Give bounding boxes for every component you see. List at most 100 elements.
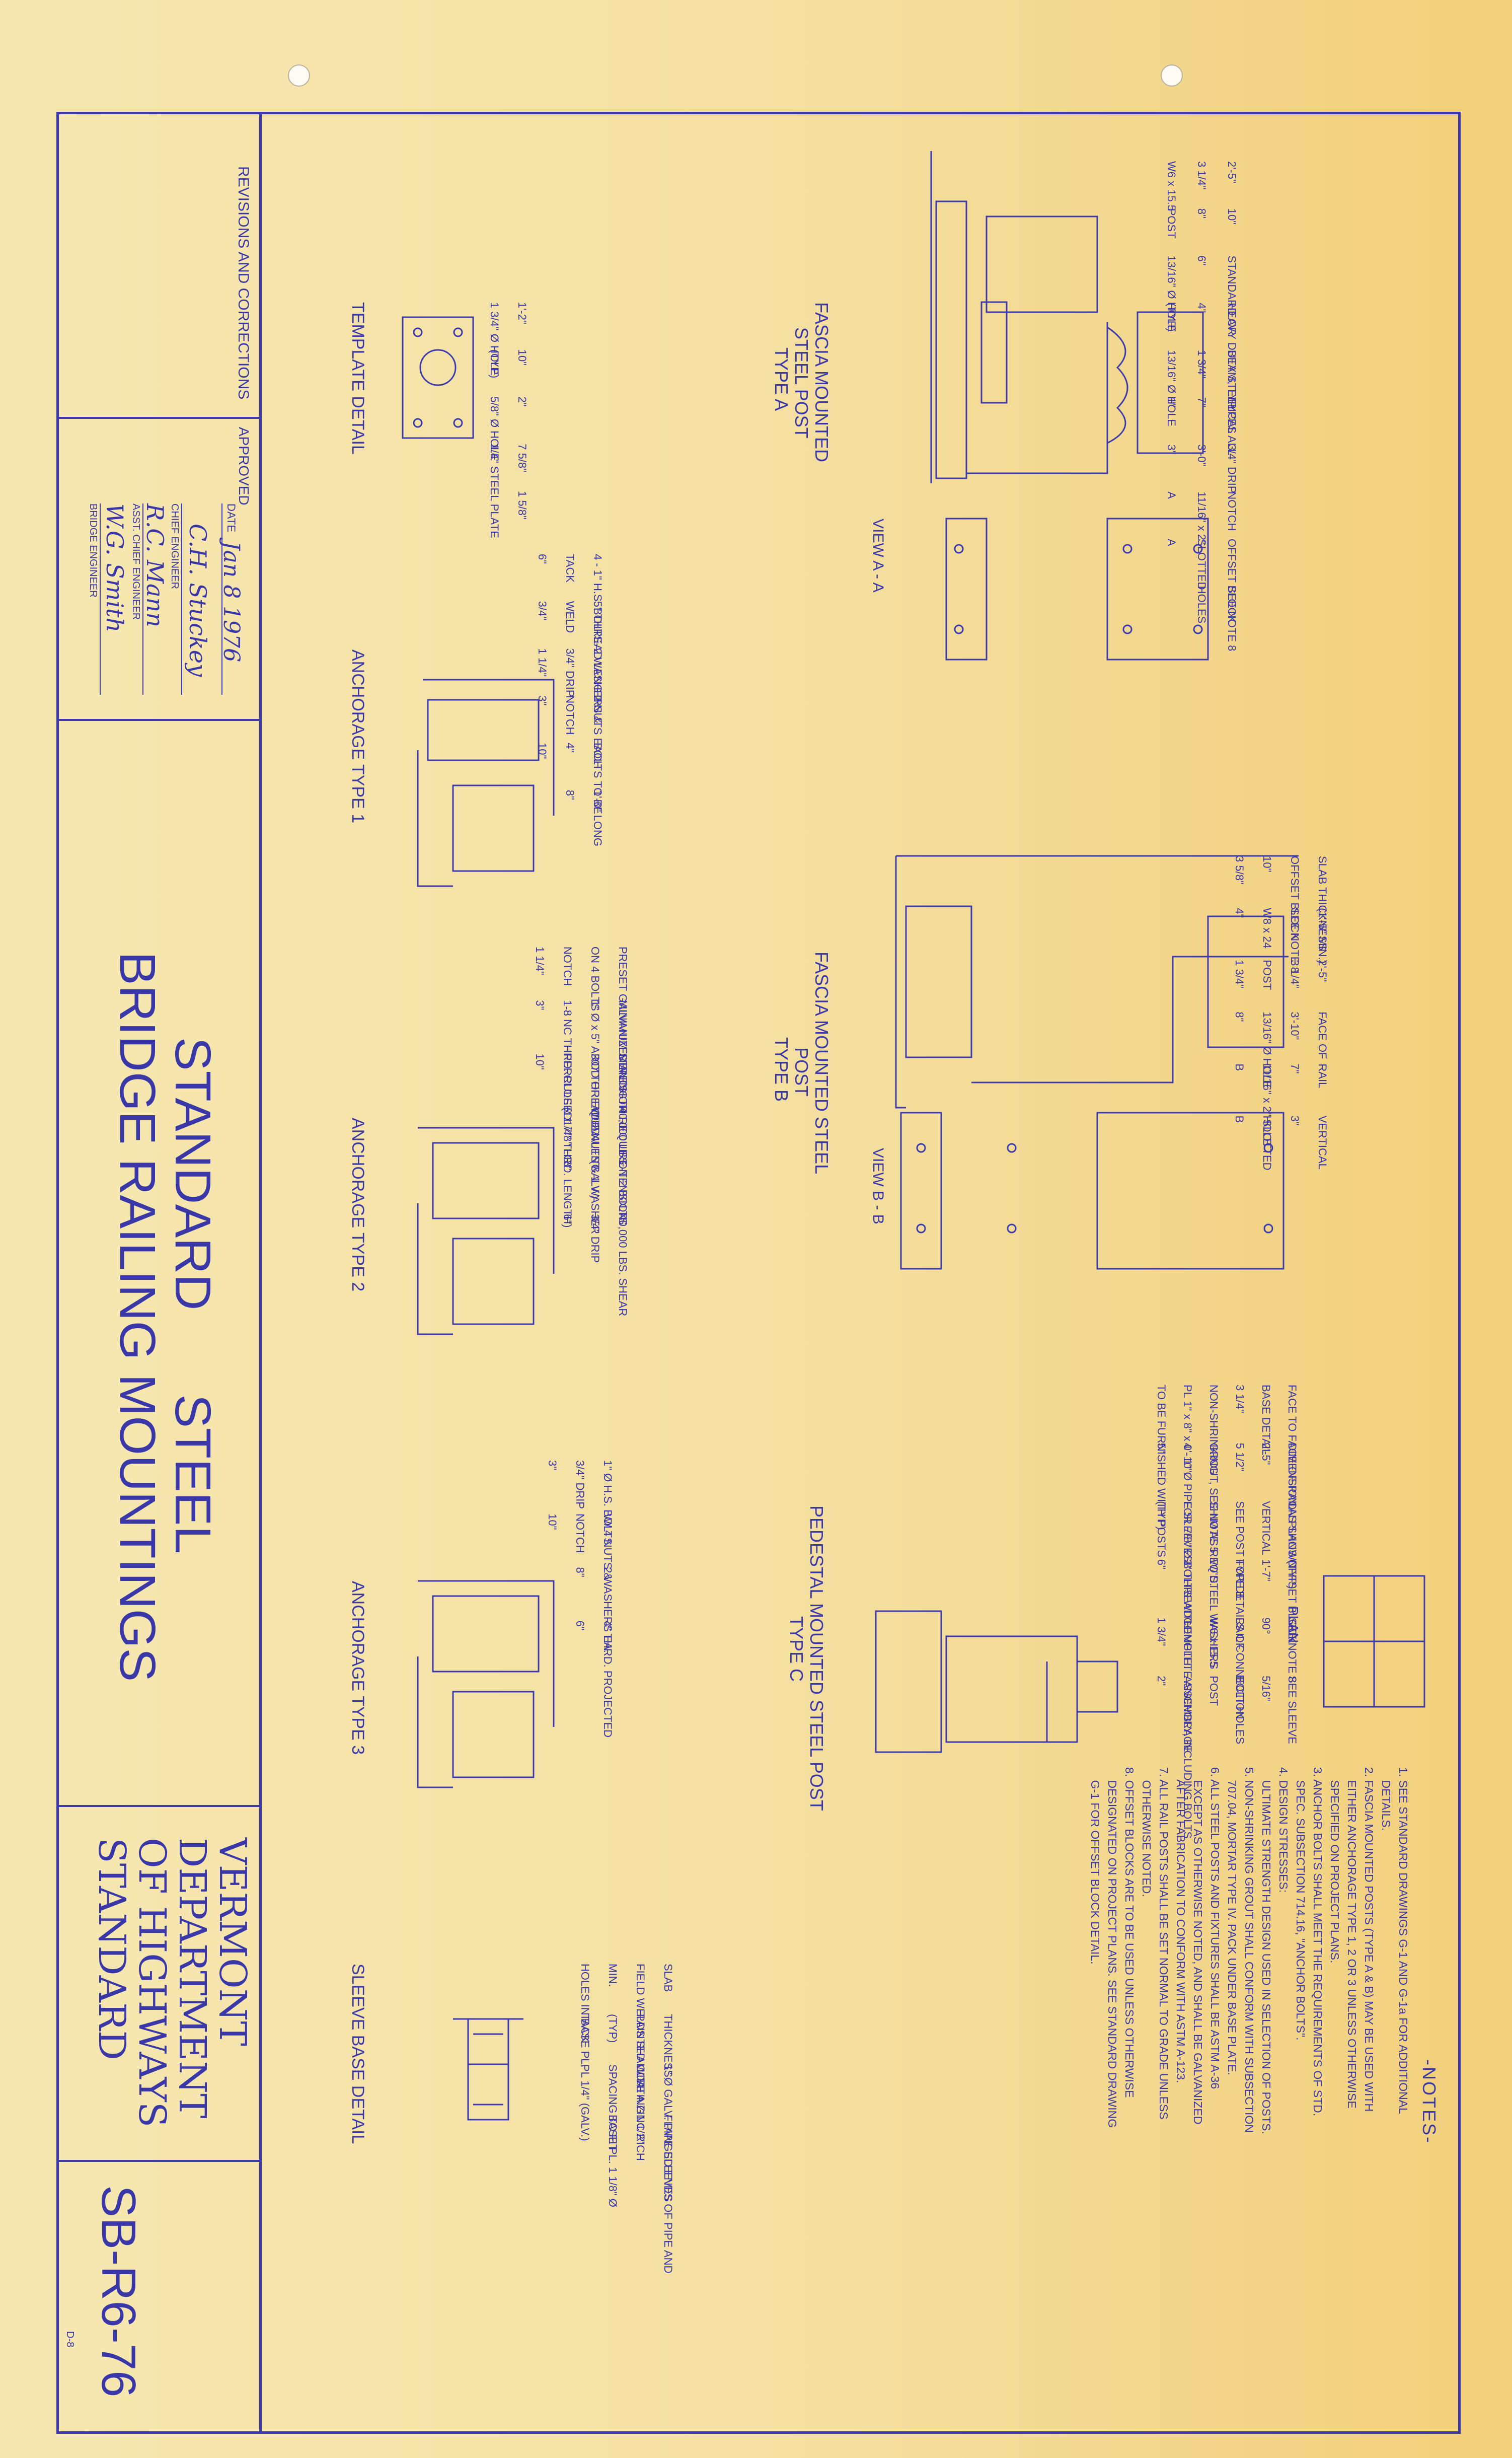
callout-fascia-b: 11/16" x 2" SLOTTED	[1261, 1064, 1273, 1171]
anchorage-1-drawing	[417, 679, 555, 887]
callout-anchorage-1: 2 WASHERS &	[591, 648, 604, 724]
callout-anchorage-1: 5" THREAD LENGTH	[591, 601, 604, 708]
fascia-b-title-2: POST	[791, 1047, 812, 1097]
callout-pedestal-c: ON PLANS (TYP)	[1286, 1501, 1299, 1589]
callout-pedestal-c: 3 1/4"	[1234, 1385, 1246, 1413]
callout-pedestal-c: COMPLETE ANCHORAGE	[1181, 1618, 1194, 1753]
callout-fascia-b: FACE OF	[1316, 1011, 1329, 1059]
callout-anchorage-2: MINIMUM STRENGTH REQUIRE-	[617, 1000, 629, 1171]
fascia-b-title-1: FASCIA MOUNTED STEEL	[811, 952, 832, 1174]
callout-fascia-b: 3"	[1289, 1116, 1301, 1126]
callout-anchorage-1: 3/4"	[536, 601, 549, 620]
callout-anchorage-3: 3/4" DRIP	[574, 1460, 586, 1509]
callout-template: 1'-2"	[516, 302, 528, 324]
callout-pedestal-c: 5 1/2"	[1234, 1443, 1246, 1472]
callout-fascia-b: RAIL	[1316, 1064, 1329, 1089]
strip-divider-3	[56, 1805, 262, 1807]
callout-sleeve: (TYP)	[607, 2014, 619, 2043]
border-frame	[56, 112, 1461, 2434]
punch-hole-left	[288, 64, 310, 87]
callout-anchorage-3: 8"	[574, 1567, 586, 1577]
callout-pedestal-c: TO BE FURNISHED WITH POSTS	[1155, 1385, 1168, 1557]
callout-anchorage-2: 8"	[561, 1161, 574, 1171]
callout-fascia-a: 11/16" x 2"	[1195, 491, 1208, 544]
fascia-a-drawing	[930, 151, 1204, 483]
callout-template: 5/8" Ø HOLE	[488, 397, 501, 461]
callout-pedestal-c: FOR 7/8" Ø BOLTS WITH	[1181, 1501, 1194, 1628]
callout-sleeve: FIELD WELDS SHALL BE	[634, 1964, 647, 2093]
callout-anchorage-2: 3/4" DRIP	[589, 1214, 601, 1263]
pedestal-c-title-2: TYPE C	[786, 1616, 807, 1682]
view-aa-drawing	[945, 518, 1209, 661]
callout-pedestal-c: DIMENSION AS SHOWN	[1286, 1443, 1299, 1568]
callout-sleeve: SLAB	[662, 1964, 674, 1992]
callout-anchorage-2: W/ 2 NUTS & 1 WASHER	[589, 1107, 601, 1234]
callout-pedestal-c: FACE TO FACE OF RAIL	[1286, 1385, 1299, 1510]
callout-pedestal-c: 3" THREAD LENGTH.	[1181, 1559, 1194, 1669]
callout-anchorage-2: ROD OR EQUIVALENT	[589, 1054, 601, 1171]
callout-fascia-a: NOTCH	[1226, 491, 1238, 531]
callout-anchorage-2: FERRULE x 1 7/8" LG.	[561, 1054, 574, 1167]
callout-pedestal-c: 1 3/4"	[1155, 1618, 1168, 1646]
callout-fascia-b: 8"	[1233, 1011, 1246, 1022]
callout-anchorage-1: 8"	[564, 790, 576, 800]
callout-pedestal-c: 6"	[1155, 1559, 1168, 1569]
callout-fascia-a: 3 1/4"	[1195, 161, 1208, 190]
callout-fascia-a: OFFSET BLOCK	[1226, 539, 1238, 623]
callout-sleeve: TACK	[579, 2014, 591, 2043]
callout-fascia-b: OFFSET BLOCK	[1289, 856, 1301, 940]
strip-divider-1	[56, 417, 262, 419]
callout-fascia-a: HOLES	[1195, 586, 1208, 624]
callout-fascia-a: 2'-5"	[1226, 161, 1238, 183]
fascia-a-title-3: TYPE A	[771, 347, 792, 411]
callout-pedestal-c: 5"	[1155, 1443, 1168, 1453]
pedestal-plan-label: PLAN	[1286, 1606, 1301, 1643]
callout-anchorage-3: 2 WASHERS EA.	[601, 1567, 614, 1653]
detail-titles: FASCIA MOUNTED STEEL POST TYPE A VIEW A …	[348, 302, 1301, 2144]
callout-sleeve: FLANGED ENDS OF PIPE AND	[662, 2115, 674, 2273]
callout-fascia-a: 1"	[1165, 397, 1178, 407]
callout-fascia-a: 8"	[1195, 208, 1208, 219]
callout-sleeve: THICKNESS	[662, 2014, 674, 2077]
anchorage-3-title: ANCHORAGE TYPE 3	[348, 1581, 367, 1755]
callout-fascia-a: HEAVY DUTY STEEL	[1226, 303, 1238, 410]
callout-fascia-b: SLAB THICKNESS	[1316, 856, 1329, 951]
callout-fascia-b: 2'-5"	[1316, 960, 1329, 982]
callout-anchorage-2: 40,000 LBS. SHEAR	[617, 1214, 629, 1316]
callout-pedestal-c: 2"	[1155, 1676, 1168, 1686]
fascia-b-drawing	[895, 855, 1299, 1109]
callout-fascia-b: 13/16" Ø HOLE	[1261, 1011, 1273, 1088]
callout-pedestal-c: NON-SHRINKING	[1207, 1385, 1220, 1474]
callout-sleeve: 1 1/2"	[634, 2115, 647, 2143]
callout-fascia-b: 3 5/8"	[1233, 856, 1246, 885]
callout-pedestal-c: BASE DETAIL	[1260, 1385, 1272, 1455]
callout-fascia-a: STANDARD OR	[1226, 256, 1238, 336]
callout-anchorage-2: 3"	[534, 1000, 546, 1010]
callout-fascia-a: A	[1165, 539, 1178, 546]
callout-fascia-b: W8 x 24	[1261, 908, 1273, 949]
callout-anchorage-2: ON 4 BOLTS	[589, 947, 601, 1011]
callout-anchorage-3: NOTCH	[574, 1513, 586, 1553]
view-bb-drawing	[900, 1112, 1284, 1270]
callout-anchorage-2: (GALV.)	[589, 1161, 601, 1199]
callout-fascia-b: 4"	[1233, 908, 1246, 918]
callout-pedestal-c: SEE POST TYPE B	[1234, 1501, 1246, 1599]
callout-fascia-b: VERTICAL	[1316, 1116, 1329, 1170]
callout-fascia-b: 3'-10"	[1289, 1011, 1301, 1040]
callout-template: 10"	[516, 349, 528, 366]
callout-anchorage-1: 3"	[536, 695, 549, 705]
callout-fascia-b: 7"	[1289, 1064, 1301, 1074]
callout-pedestal-c: GROUT, SEE NOTE 5	[1207, 1443, 1220, 1553]
callout-anchorage-2: NOTCH	[561, 947, 574, 986]
callout-pedestal-c: 5/16"	[1260, 1676, 1272, 1701]
callout-anchorage-2: 1" Ø x 5" A307 THREADED	[589, 1000, 601, 1136]
callout-fascia-b: (1'-5" MIN.)	[1316, 908, 1329, 964]
callout-pedestal-c: ASSEMBLY, INCLUDING BOLTS	[1181, 1676, 1194, 1839]
callout-anchorage-1: 3/4" DRIP	[564, 648, 576, 697]
callout-fascia-a: 10"	[1226, 208, 1238, 225]
callout-pedestal-c: 1'-7"	[1260, 1559, 1272, 1581]
callout-template: 1/4" STEEL PLATE	[488, 444, 501, 538]
callout-pedestal-c: SEE SLEEVE	[1286, 1676, 1299, 1744]
